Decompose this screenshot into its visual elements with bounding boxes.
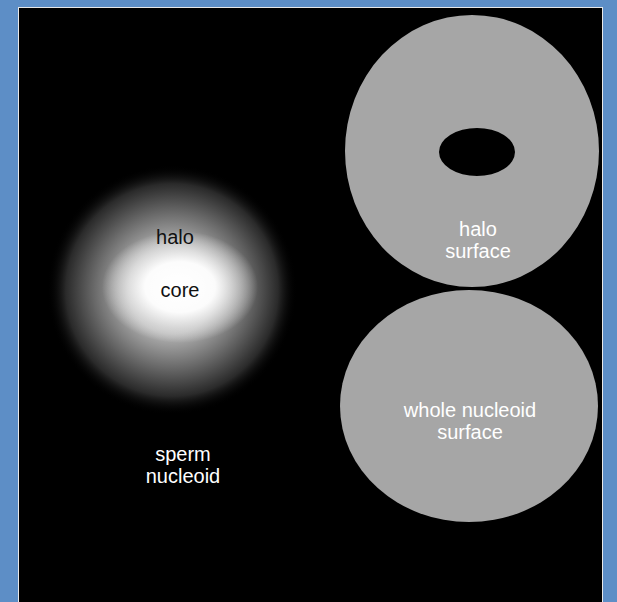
halo-ring [345, 15, 599, 287]
region-label: halo surface [428, 218, 528, 262]
halo-surface-ring: halo surface [345, 15, 599, 287]
halo-glow [47, 165, 297, 415]
whole-nucleoid-disc: whole nucleoid surface [340, 290, 598, 522]
nucleoid-halo: halo core [47, 165, 297, 415]
region-label: whole nucleoid surface [380, 399, 560, 443]
nucleoid-core: core [125, 255, 235, 325]
nucleoid-disc [340, 290, 598, 522]
region-label: halo [130, 226, 220, 248]
caption-label: sperm nucleoid [128, 443, 238, 487]
region-label: core [135, 279, 225, 301]
